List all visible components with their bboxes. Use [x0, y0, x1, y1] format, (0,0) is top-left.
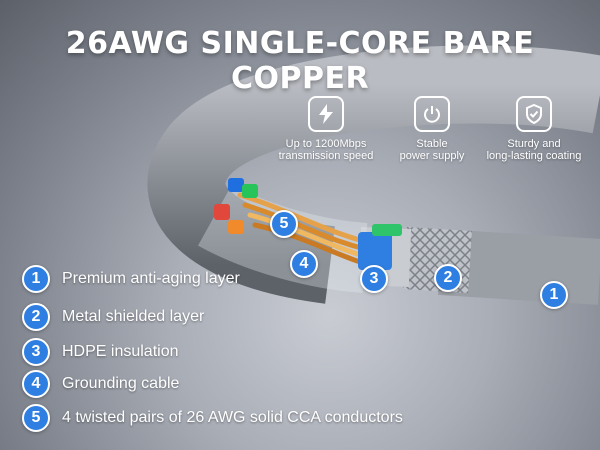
- feature-power-line1: Stable: [416, 138, 448, 150]
- callout-5: 5: [270, 210, 298, 238]
- legend-text-4: Grounding cable: [62, 375, 180, 392]
- feature-speed: Up to 1200Mbps transmission speed: [268, 96, 384, 162]
- legend-item-1: 1 Premium anti-aging layer: [22, 265, 240, 293]
- feature-speed-line2: transmission speed: [278, 150, 374, 162]
- legend-badge-4: 4: [22, 370, 50, 398]
- feature-power: Stable power supply: [374, 96, 490, 162]
- feature-speed-line1: Up to 1200Mbps: [285, 138, 367, 150]
- feature-coating-line2: long-lasting coating: [486, 150, 582, 162]
- page-title: 26AWG SINGLE-CORE BARE COPPER: [65, 26, 535, 96]
- legend-item-4: 4 Grounding cable: [22, 370, 180, 398]
- legend-item-5: 5 4 twisted pairs of 26 AWG solid CCA co…: [22, 404, 403, 432]
- legend-badge-1: 1: [22, 265, 50, 293]
- legend-badge-2: 2: [22, 303, 50, 331]
- lightning-icon: [308, 96, 344, 132]
- callout-1: 1: [540, 281, 568, 309]
- legend-badge-3: 3: [22, 338, 50, 366]
- legend-item-3: 3 HDPE insulation: [22, 338, 179, 366]
- callout-4: 4: [290, 250, 318, 278]
- legend-text-3: HDPE insulation: [62, 343, 179, 360]
- feature-coating: Sturdy and long-lasting coating: [476, 96, 592, 162]
- legend-item-2: 2 Metal shielded layer: [22, 303, 205, 331]
- feature-power-line2: power supply: [399, 150, 465, 162]
- legend-text-1: Premium anti-aging layer: [62, 270, 240, 287]
- power-icon: [414, 96, 450, 132]
- legend-text-5: 4 twisted pairs of 26 AWG solid CCA cond…: [62, 409, 403, 426]
- legend-text-2: Metal shielded layer: [62, 308, 205, 325]
- shield-check-icon: [516, 96, 552, 132]
- callout-3: 3: [360, 265, 388, 293]
- feature-coating-line1: Sturdy and: [507, 138, 561, 150]
- legend-badge-5: 5: [22, 404, 50, 432]
- callout-2: 2: [434, 264, 462, 292]
